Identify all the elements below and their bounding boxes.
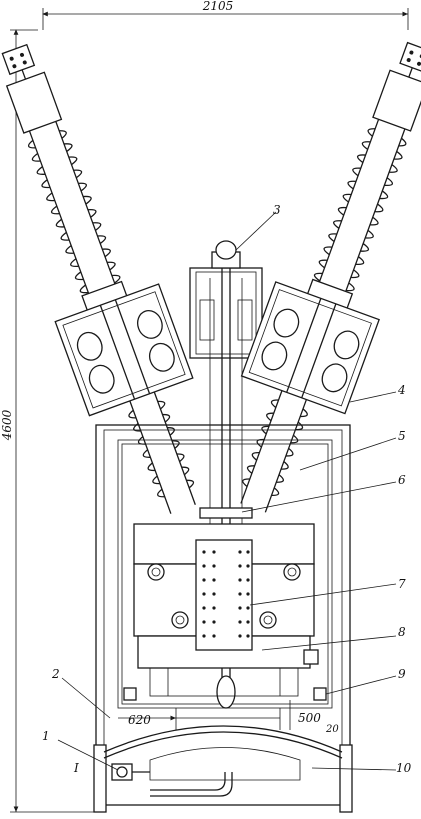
callout-6: 6 (398, 473, 406, 487)
right-bushing (240, 41, 421, 513)
right-dim-label: 500 (298, 711, 321, 725)
side-mark: I (73, 761, 79, 775)
left-dim-label: 620 (128, 713, 151, 727)
right-terminal (399, 41, 421, 74)
width-label: 2105 (202, 0, 234, 13)
drain-valve (111, 763, 150, 781)
width-dimension: 2105 (42, 0, 409, 30)
callout-10: 10 (396, 761, 412, 775)
callout-7: 7 (398, 577, 406, 591)
tank (93, 424, 353, 813)
callout-8: 8 (398, 625, 406, 639)
drive-column (189, 240, 263, 709)
callout-5: 5 (398, 429, 406, 443)
callout-1: 1 (42, 729, 50, 743)
height-dimension: 4600 (0, 29, 96, 813)
callout-4: 4 (397, 383, 406, 397)
bottom-dimensions: 620 500 20 (118, 700, 339, 735)
left-bushing (1, 43, 196, 514)
callout-2: 2 (51, 667, 60, 681)
callout-3: 3 (273, 203, 281, 217)
arc-chamber (123, 523, 327, 701)
small-dim-label: 20 (325, 724, 339, 735)
callout-9: 9 (398, 667, 406, 681)
left-terminal (1, 43, 36, 76)
leader-lines (57, 211, 397, 771)
callout-labels: 1 2 3 4 5 6 7 8 9 10 I (42, 203, 412, 775)
height-label: 4600 (0, 409, 14, 441)
chamber-stack (202, 550, 250, 638)
